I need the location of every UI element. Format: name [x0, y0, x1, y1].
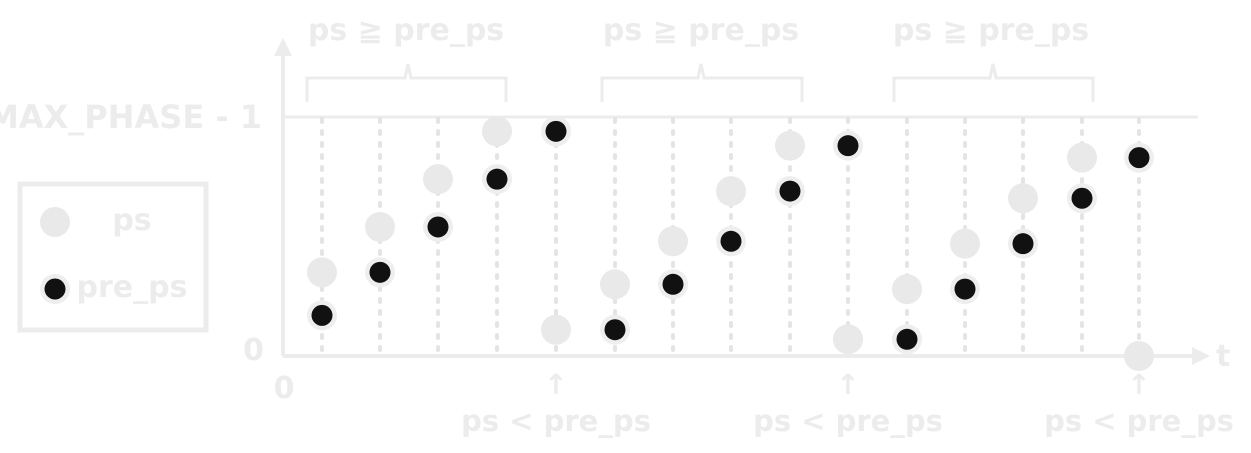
pre-ps-point — [486, 168, 508, 190]
pre-ps-point — [369, 261, 391, 283]
ps-point — [716, 176, 746, 207]
brace-label-2: ps ≧ pre_ps — [603, 13, 799, 48]
x-zero-label: 0 — [274, 371, 295, 406]
y-axis-arrowhead — [274, 38, 292, 56]
brace-label-3: ps ≧ pre_ps — [893, 13, 1089, 48]
brace-2 — [600, 63, 804, 102]
pre-ps-point — [837, 135, 859, 157]
brace-3 — [892, 63, 1095, 102]
pre-ps-point — [954, 278, 976, 300]
ps-point — [541, 314, 571, 345]
x-axis-arrowhead — [1192, 347, 1210, 365]
reset-label-1: ps < pre_ps — [461, 404, 651, 438]
pre-ps-point — [662, 273, 684, 295]
brace-label-1: ps ≧ pre_ps — [308, 13, 504, 48]
reset-arrow-1: ↑ — [544, 368, 567, 401]
ps-point — [482, 116, 512, 147]
ps-point — [892, 274, 922, 305]
pre-ps-point — [1012, 233, 1034, 255]
pre-ps-point — [720, 230, 742, 252]
ps-point — [833, 324, 863, 355]
pre-ps-point — [545, 120, 567, 142]
ps-point — [1124, 341, 1154, 371]
reset-arrow-2: ↑ — [836, 368, 859, 401]
ps-point — [658, 226, 688, 257]
ps-point — [600, 269, 630, 300]
ps-point — [423, 164, 453, 195]
pre-ps-point — [427, 216, 449, 238]
x-axis-label: t — [1216, 339, 1230, 374]
ps-point — [950, 228, 980, 259]
reset-arrow-3: ↑ — [1127, 368, 1150, 401]
legend-pre-ps-marker — [44, 278, 66, 300]
pre-ps-point — [604, 319, 626, 341]
data-points — [307, 116, 1154, 371]
y-max-label: MAX_PHASE - 1 — [0, 98, 262, 136]
pre-ps-point — [779, 180, 801, 202]
brace-1 — [305, 63, 508, 102]
pre-ps-point — [1128, 147, 1150, 169]
legend-ps-label: ps — [112, 203, 151, 238]
ps-point — [1008, 183, 1038, 214]
reset-label-2: ps < pre_ps — [753, 404, 943, 438]
legend-pre-ps-label: pre_ps — [77, 270, 188, 305]
ps-point — [775, 130, 805, 161]
pre-ps-point — [1071, 187, 1093, 209]
reset-label-3: ps < pre_ps — [1044, 404, 1234, 438]
y-zero-label: 0 — [243, 333, 264, 368]
legend-ps-marker — [40, 207, 70, 237]
legend-box — [17, 181, 209, 333]
pre-ps-point — [896, 328, 918, 350]
ps-point — [307, 257, 337, 288]
ps-point — [1067, 142, 1097, 173]
pre-ps-point — [311, 304, 333, 326]
ps-point — [365, 211, 395, 242]
